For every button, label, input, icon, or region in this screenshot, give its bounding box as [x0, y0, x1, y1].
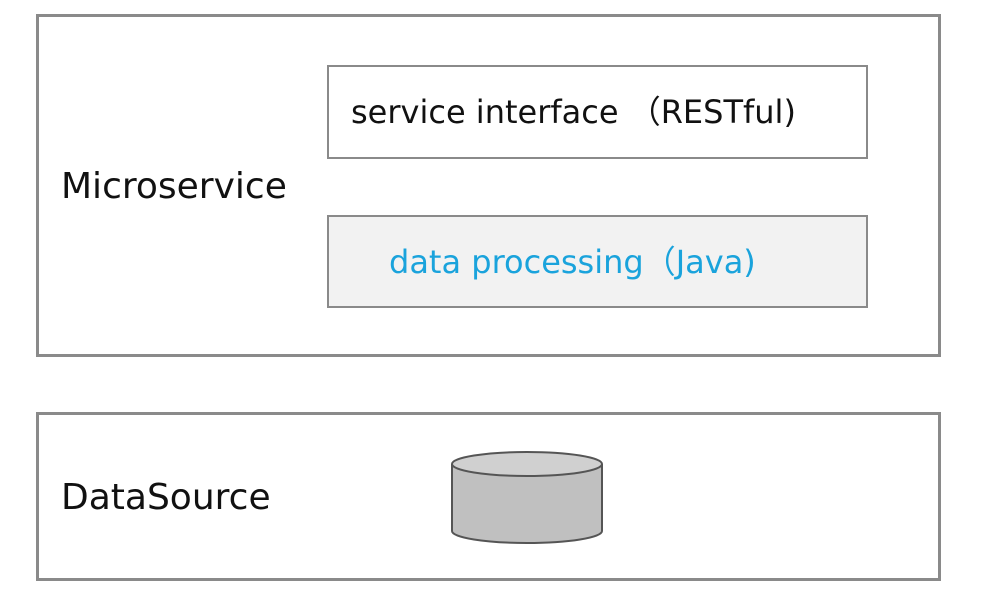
service-interface-label: service interface （RESTful) [351, 93, 796, 131]
microservice-layer: Microservice service interface （RESTful)… [36, 14, 941, 357]
microservice-label: Microservice [61, 166, 287, 207]
data-processing-box: data processing（Java) [327, 215, 868, 308]
datasource-label: DataSource [61, 477, 271, 518]
data-processing-label: data processing（Java) [389, 242, 756, 281]
database-icon [451, 451, 603, 544]
datasource-layer: DataSource [36, 412, 941, 581]
service-interface-box: service interface （RESTful) [327, 65, 868, 159]
